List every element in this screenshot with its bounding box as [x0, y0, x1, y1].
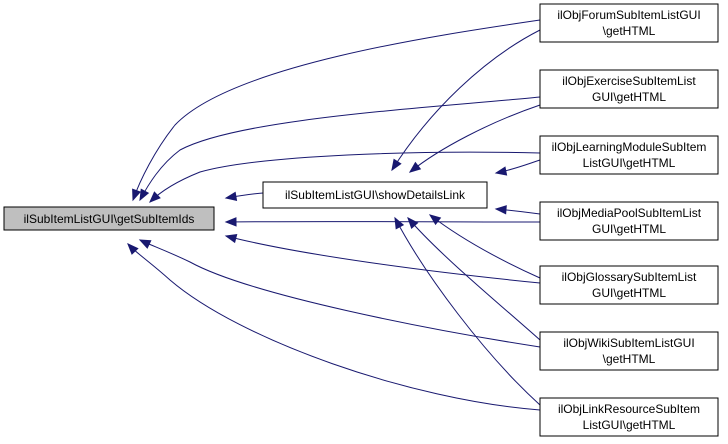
edge-line [429, 214, 541, 279]
node-box [3, 206, 215, 231]
edge-show-to-root [224, 191, 264, 201]
edge-exercise-to-show [408, 104, 541, 173]
node-box [539, 3, 719, 43]
arrowhead [394, 216, 405, 230]
edge-line [391, 29, 541, 171]
edge-link-to-root [127, 243, 541, 411]
node-label: ilObjExerciseSubItemList [562, 74, 696, 88]
edge-line [407, 217, 541, 341]
node-label: ListGUI\getHTML [583, 418, 676, 432]
edge-glossary-to-show [428, 214, 541, 279]
arrowhead [494, 205, 507, 215]
edge-lm-to-show [494, 159, 541, 176]
node-linkresource-gethtml[interactable]: ilObjLinkResourceSubItem ListGUI\getHTML [539, 397, 719, 437]
node-label: GUI\getHTML [592, 286, 666, 300]
node-label: GUI\getHTML [592, 90, 666, 104]
edge-line [394, 217, 541, 406]
arrowhead [139, 188, 150, 202]
node-box [539, 135, 719, 175]
edge-exercise-to-root [139, 96, 541, 202]
arrowhead [494, 166, 508, 176]
node-box [262, 181, 488, 209]
edge-line [149, 151, 541, 203]
edge-line [225, 235, 541, 284]
node-label: \getHTML [603, 352, 656, 366]
edge-wiki-to-show [407, 216, 541, 341]
edge-glossary-to-root [224, 233, 541, 284]
node-label: ListGUI\getHTML [583, 156, 676, 170]
edge-line [139, 239, 541, 348]
node-box [539, 397, 719, 437]
arrowhead [127, 243, 139, 255]
edge-line [409, 104, 541, 173]
node-label: \getHTML [603, 24, 656, 38]
node-label: ilObjLinkResourceSubItem [558, 402, 700, 416]
arrowhead [224, 191, 238, 201]
edge-wiki-to-root [138, 239, 541, 348]
node-showdetailslink[interactable]: ilSubItemListGUI\showDetailsLink [262, 181, 488, 209]
arrowhead [224, 233, 238, 244]
edge-forum-to-root [132, 19, 541, 202]
arrowhead [138, 239, 152, 249]
arrowhead [391, 158, 402, 172]
edge-line [139, 96, 541, 201]
node-glossary-gethtml[interactable]: ilObjGlossarySubItemList GUI\getHTML [539, 265, 719, 305]
node-learningmodule-gethtml[interactable]: ilObjLearningModuleSubItem ListGUI\getHT… [539, 135, 719, 175]
edge-mp-to-show [494, 205, 541, 215]
node-wiki-gethtml[interactable]: ilObjWikiSubItemListGUI \getHTML [539, 331, 719, 371]
edge-line [127, 243, 541, 411]
edge-link-to-show [394, 216, 541, 406]
node-exercise-gethtml[interactable]: ilObjExerciseSubItemList GUI\getHTML [539, 69, 719, 109]
node-label: GUI\getHTML [592, 222, 666, 236]
node-box [539, 69, 719, 109]
node-getsubitemids[interactable]: ilSubItemListGUI\getSubItemIds [3, 206, 215, 231]
node-label: ilObjForumSubItemListGUI [557, 8, 700, 22]
edges [127, 19, 541, 411]
arrowhead [132, 188, 142, 202]
arrowhead [408, 161, 422, 173]
arrowhead [407, 216, 419, 230]
node-label: ilSubItemListGUI\getSubItemIds [24, 212, 195, 226]
node-label: ilObjGlossarySubItemList [562, 270, 697, 284]
node-label: ilSubItemListGUI\showDetailsLink [285, 188, 466, 202]
node-box [539, 331, 719, 371]
arrowhead [149, 191, 161, 203]
node-label: ilObjMediaPoolSubItemList [557, 206, 702, 220]
node-box [539, 265, 719, 305]
node-label: ilObjLearningModuleSubItem [552, 140, 707, 154]
node-box [539, 201, 719, 241]
edge-mp-to-root [224, 217, 541, 227]
node-label: ilObjWikiSubItemListGUI [563, 336, 694, 350]
edge-line [132, 19, 541, 201]
edge-lm-to-root [149, 151, 541, 203]
node-mediapool-gethtml[interactable]: ilObjMediaPoolSubItemList GUI\getHTML [539, 201, 719, 241]
node-forum-gethtml[interactable]: ilObjForumSubItemListGUI \getHTML [539, 3, 719, 43]
arrowhead [428, 214, 442, 226]
arrowhead [224, 217, 237, 227]
edge-forum-to-show [391, 29, 541, 172]
